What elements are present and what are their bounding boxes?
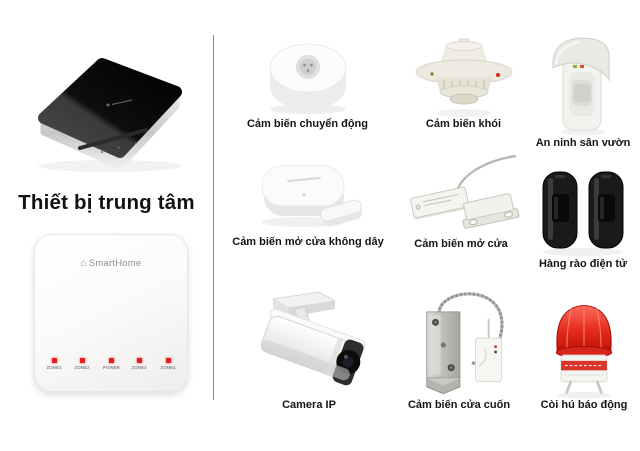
product-door-sensor: Cảm biến mở cửa — [390, 150, 532, 251]
led-zone2: ZONE2 — [69, 358, 97, 372]
wireless-door-sensor-graphic — [261, 165, 363, 227]
product-label: Cảm biến mở cửa không dây — [232, 236, 384, 248]
led-indicator-icon — [108, 358, 114, 363]
hub-graphic — [38, 58, 182, 172]
electric-fence-image — [535, 162, 631, 258]
led-zone1: ZONE1 — [40, 358, 68, 372]
led-indicator-icon — [165, 358, 171, 363]
product-alarm-siren: Còi hú báo động — [526, 292, 640, 412]
product-label: Cảm biến khói — [425, 118, 502, 130]
hub-image — [22, 48, 194, 174]
product-ip-camera: Camera IP — [233, 286, 385, 412]
wireless-door-sensor-image — [248, 150, 368, 236]
door-sensor-graphic — [410, 154, 520, 229]
led-row: ZONE1 ZONE2 POWER ZONE3 ZONE4 — [40, 358, 182, 372]
product-motion-sensor: Cảm biến chuyển động — [230, 32, 385, 131]
led-label: ZONE3 — [131, 366, 147, 371]
house-icon: ⌂ — [80, 258, 87, 269]
led-indicator-icon — [137, 358, 142, 363]
smoke-sensor-graphic — [415, 38, 512, 117]
alarm-siren-image — [538, 292, 630, 399]
led-indicator-icon — [51, 358, 57, 363]
brand-row: ⌂SmartHome — [34, 258, 188, 269]
garden-security-image — [547, 30, 619, 137]
product-smoke-sensor: Cảm biến khói — [396, 32, 531, 131]
ip-camera-graphic — [260, 291, 366, 386]
door-sensor-image — [402, 150, 520, 238]
smoke-sensor-image — [410, 32, 518, 118]
rolling-door-sensor-graphic — [426, 292, 504, 395]
product-label: An ninh sân vườn — [535, 137, 631, 149]
product-electric-fence: Hàng rào điện tử — [524, 162, 640, 271]
product-label: Camera IP — [282, 399, 336, 411]
ip-camera-image — [243, 286, 375, 399]
led-label: ZONE2 — [74, 366, 90, 371]
divider-line — [213, 35, 214, 400]
product-label: Còi hú báo động — [540, 399, 628, 411]
product-wireless-door-sensor: Cảm biến mở cửa không dây — [222, 150, 394, 249]
led-label: ZONE1 — [46, 366, 62, 371]
rolling-door-sensor-image — [396, 282, 522, 399]
led-zone3: ZONE3 — [126, 358, 154, 372]
led-zone4: ZONE4 — [154, 358, 182, 372]
product-label: Cảm biến chuyển động — [246, 118, 368, 130]
led-label: POWER — [102, 366, 120, 371]
product-rolling-door-sensor: Cảm biến cửa cuốn — [388, 282, 530, 412]
product-label: Hàng rào điện tử — [538, 258, 628, 270]
page-title: Thiết bị trung tâm — [18, 191, 195, 214]
product-label: Cảm biến mở cửa — [414, 238, 508, 250]
led-power: POWER — [97, 358, 125, 372]
product-label: Cảm biến cửa cuốn — [407, 399, 511, 411]
led-label: ZONE4 — [160, 366, 176, 371]
garden-security-graphic — [552, 37, 610, 136]
brand-label: SmartHome — [88, 258, 142, 269]
electric-fence-graphic — [542, 171, 624, 256]
zone-panel-image: ⌂SmartHome ZONE1 ZONE2 POWER ZONE3 ZONE4 — [34, 234, 188, 392]
motion-sensor-graphic — [269, 43, 346, 114]
product-garden-security: An ninh sân vườn — [524, 30, 640, 150]
motion-sensor-image — [256, 32, 360, 118]
alarm-siren-graphic — [555, 304, 613, 399]
led-indicator-icon — [80, 358, 85, 363]
